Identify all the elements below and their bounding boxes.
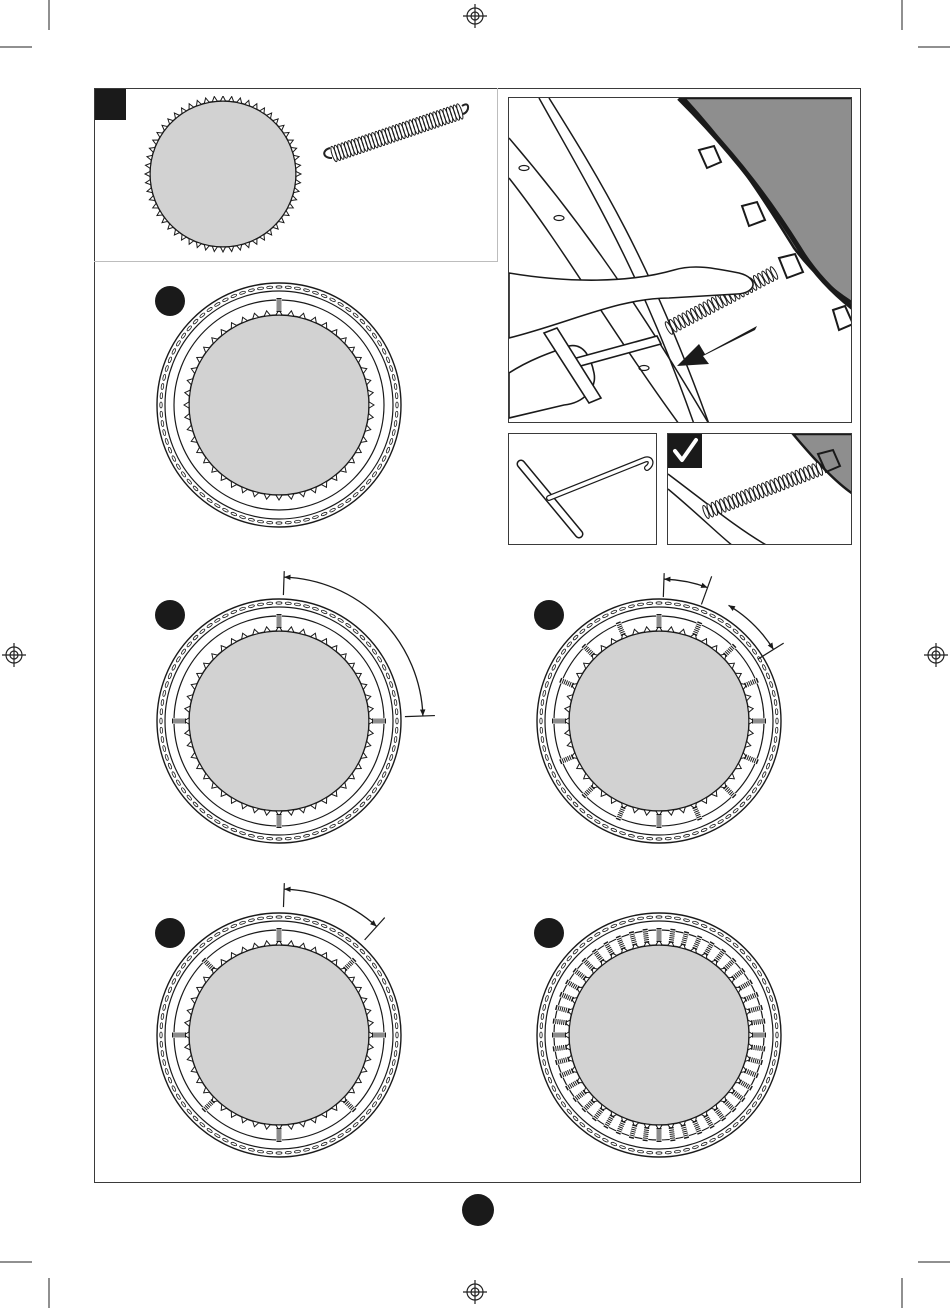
step-2-marker — [155, 600, 185, 630]
hook-tool-panel — [508, 433, 657, 545]
result-panel — [667, 433, 852, 545]
jump-mat-part — [145, 96, 301, 252]
parts-illustration — [140, 96, 500, 256]
parts-marker — [95, 89, 126, 120]
step-5-diagram — [520, 875, 840, 1170]
step-4-marker — [155, 918, 185, 948]
step-5-marker — [534, 918, 564, 948]
spring-install-illustration — [509, 98, 852, 423]
step-1-diagram — [140, 275, 440, 535]
direction-arrow-icon — [677, 326, 757, 366]
step-3-marker — [534, 600, 564, 630]
spring-hook-tool-icon — [509, 434, 657, 545]
spring-part — [324, 103, 468, 162]
step-1-marker — [155, 286, 185, 316]
spring-attached-illustration — [668, 434, 852, 545]
step-4-diagram — [140, 875, 460, 1170]
page-number-badge — [462, 1194, 494, 1226]
spring-install-panel — [508, 97, 852, 423]
step-3-diagram — [520, 560, 840, 850]
step-2-diagram — [140, 560, 460, 850]
